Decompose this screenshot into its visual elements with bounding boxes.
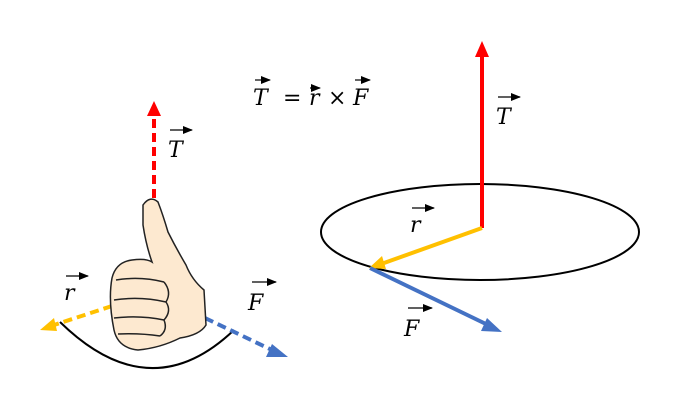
thumbs-up-hand-icon [109, 198, 207, 351]
left-radius-label: r [64, 281, 76, 306]
left-force-label: F [247, 291, 264, 316]
radius-arrow-dashed [53, 304, 113, 327]
formula-times: × [328, 86, 346, 111]
rotation-arc [59, 321, 235, 370]
formula-equals: = [283, 86, 301, 111]
left-diagram: T r F [40, 101, 288, 370]
right-radius-label: r [410, 213, 422, 238]
force-arrow [369, 266, 489, 327]
force-arrow-dashed [204, 316, 275, 353]
right-torque-label: T [496, 105, 513, 130]
right-force-label: F [403, 317, 420, 342]
formula-t: T [253, 86, 270, 111]
formula-f: F [352, 86, 369, 111]
formula-r: r [309, 86, 321, 111]
left-torque-label: T [168, 138, 185, 163]
right-diagram: T r F [320, 41, 640, 342]
torque-formula: T = r × F [253, 76, 371, 111]
radius-arrow [383, 226, 483, 265]
